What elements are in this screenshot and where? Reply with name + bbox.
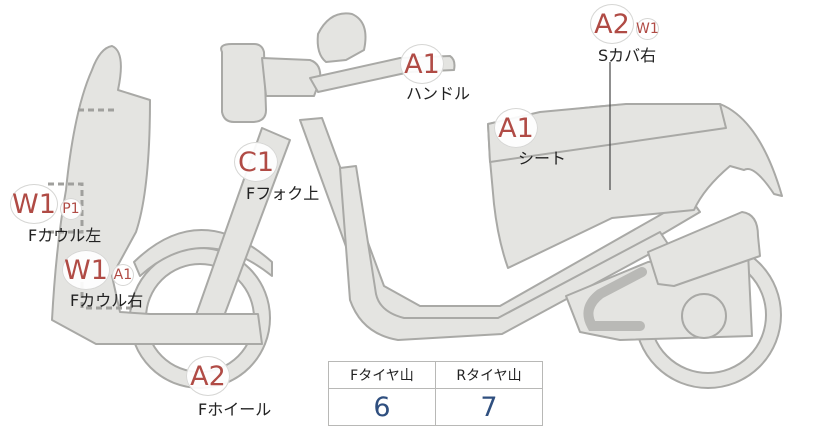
cowl-left-label: Fカウル左	[28, 226, 102, 245]
front-tire-header: Fタイヤ山	[328, 361, 436, 389]
seat-code: A1	[494, 108, 538, 148]
fork-upper-code: C1	[234, 142, 278, 182]
tire-tread-table: Fタイヤ山 Rタイヤ山 6 7	[328, 361, 543, 426]
cowl-left-subcode: P1	[59, 197, 82, 220]
tire-table-value-row: 6 7	[328, 388, 543, 426]
headlight	[220, 43, 267, 123]
cowl-right-label: Fカウル右	[70, 291, 144, 310]
wheel-badge[interactable]: A2	[186, 356, 230, 396]
wheel-code: A2	[186, 356, 230, 396]
handle-label: ハンドル	[406, 84, 471, 103]
rear-hub	[681, 293, 727, 339]
mirror	[316, 12, 367, 63]
front-neck	[261, 57, 322, 97]
tire-table-header-row: Fタイヤ山 Rタイヤ山	[328, 361, 543, 389]
cover-right-s-code: A2	[590, 4, 634, 44]
seat	[487, 103, 727, 163]
cowl-right-code: W1	[62, 250, 110, 290]
seat-label: シート	[518, 149, 567, 168]
rear-tire-value: 7	[435, 388, 543, 426]
fork-upper-label: Fフォク上	[246, 184, 320, 203]
drive-belt	[583, 267, 647, 331]
cowl-left-code: W1	[10, 184, 58, 224]
handle-code: A1	[400, 44, 444, 84]
seat-badge[interactable]: A1	[494, 108, 538, 148]
cowl-right-badge[interactable]: W1 A1	[62, 250, 134, 290]
cover-right-s-badge[interactable]: A2 W1	[590, 4, 659, 44]
cowl-left-badge[interactable]: W1 P1	[10, 184, 82, 224]
wheel-label: Fホイール	[198, 400, 272, 419]
muffler	[647, 211, 761, 287]
cover-right-s-label: Sカバ右	[598, 46, 657, 65]
handle-badge[interactable]: A1	[400, 44, 444, 84]
fork-upper-badge[interactable]: C1	[234, 142, 278, 182]
frame-rail	[339, 165, 669, 341]
rear-tire-header: Rタイヤ山	[435, 361, 543, 389]
cover-right-s-subcode: W1	[636, 17, 659, 40]
cowl-right-subcode: A1	[111, 263, 134, 286]
front-tire-value: 6	[328, 388, 436, 426]
